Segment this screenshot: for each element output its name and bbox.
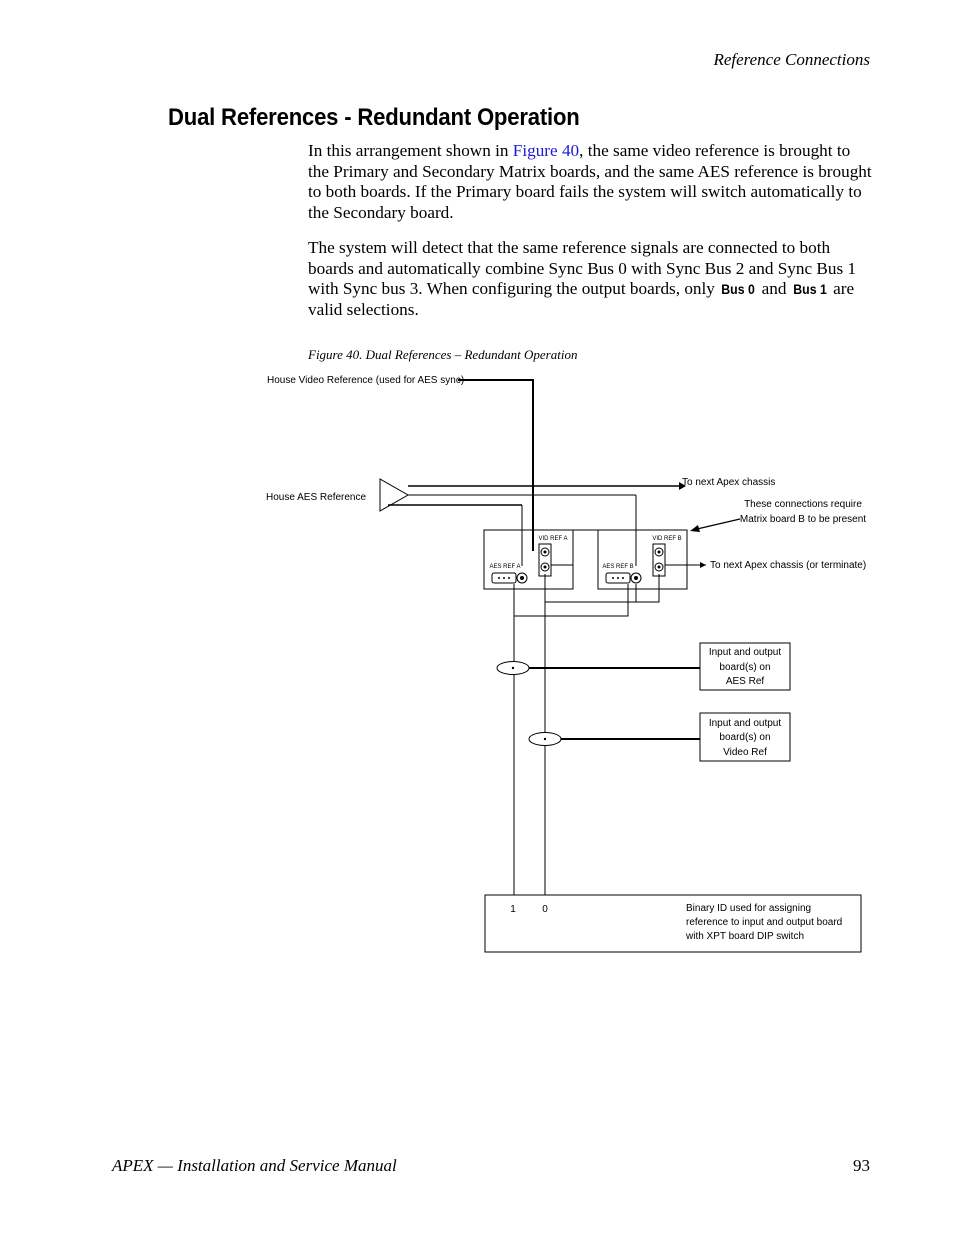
next-chassis-terminate-label: To next Apex chassis (or terminate) bbox=[710, 560, 866, 571]
aes-box-line3: AES Ref bbox=[726, 676, 765, 687]
aes-box-line2: board(s) on bbox=[719, 662, 770, 673]
video-box-line3: Video Ref bbox=[723, 747, 767, 758]
binary-id-box: 1 0 Binary ID used for assigning referen… bbox=[484, 894, 862, 953]
binary-note-line3: with XPT board DIP switch bbox=[685, 931, 804, 942]
reference-bus-lines bbox=[513, 584, 546, 896]
paragraph-1-text-a: In this arrangement shown in bbox=[308, 141, 513, 160]
aes-ref-b-label: AES REF B bbox=[602, 564, 633, 570]
aes-ref-a-bnc bbox=[516, 572, 528, 584]
binary-bit-0: 0 bbox=[542, 904, 548, 915]
house-aes-label: House AES Reference bbox=[266, 492, 366, 503]
video-ref-boards-box: Input and output board(s) on Video Ref bbox=[699, 712, 791, 762]
aes-box-line1: Input and output bbox=[709, 647, 782, 658]
video-bus-tap bbox=[528, 732, 700, 746]
matrix-note-line1: These connections require bbox=[744, 499, 862, 510]
running-head: Reference Connections bbox=[713, 50, 870, 69]
aes-amplifier-symbol bbox=[379, 478, 410, 512]
aes-ref-b-dsub-connector bbox=[605, 572, 631, 584]
aes-ref-b-bnc bbox=[630, 572, 642, 584]
figure-40-link[interactable]: Figure 40 bbox=[512, 141, 580, 160]
paragraph-2-text-c: are valid selections. bbox=[308, 279, 855, 319]
footer-manual-title: APEX — Installation and Service Manual bbox=[112, 1156, 397, 1175]
binary-bit-1: 1 bbox=[510, 904, 516, 915]
matrix-board-b: VID REF B AES REF B bbox=[597, 529, 688, 590]
paragraph-1-text-b: , the same video reference is brought to… bbox=[308, 141, 872, 222]
section-title: Dual References - Redundant Operation bbox=[168, 104, 580, 131]
binary-note-line2: reference to input and output board bbox=[686, 917, 842, 928]
aes-ref-a-label: AES REF A bbox=[489, 564, 520, 570]
inter-board-lines bbox=[514, 529, 706, 617]
paragraph-2-text-a: The system will detect that the same ref… bbox=[308, 238, 857, 298]
page-number: 93 bbox=[853, 1156, 870, 1175]
aes-ref-a-dsub-connector bbox=[491, 572, 517, 584]
video-reference-line bbox=[458, 379, 534, 551]
matrix-board-a: VID REF A AES REF A bbox=[483, 529, 574, 590]
vid-ref-b-label: VID REF B bbox=[652, 536, 681, 542]
video-box-line2: board(s) on bbox=[719, 732, 770, 743]
aes-ref-boards-box: Input and output board(s) on AES Ref bbox=[699, 642, 791, 691]
video-box-line1: Input and output bbox=[709, 718, 782, 729]
figure-caption: Figure 40. Dual References – Redundant O… bbox=[308, 347, 578, 362]
paragraph-1: In this arrangement shown in Figure 40, … bbox=[308, 141, 873, 223]
bus-1-keyword: Bus 1 bbox=[793, 281, 827, 297]
aes-bus-tap bbox=[496, 661, 700, 675]
aes-feed-lines bbox=[388, 482, 686, 566]
paragraph-2: The system will detect that the same ref… bbox=[308, 238, 873, 320]
binary-note-line1: Binary ID used for assigning bbox=[686, 903, 811, 914]
house-video-label: House Video Reference (used for AES sync… bbox=[267, 375, 464, 386]
vid-ref-a-label: VID REF A bbox=[538, 536, 567, 542]
matrix-note-arrow bbox=[690, 518, 741, 532]
bus-0-keyword: Bus 0 bbox=[721, 281, 756, 297]
matrix-note-line2: Matrix board B to be present bbox=[740, 514, 866, 525]
next-chassis-label: To next Apex chassis bbox=[682, 477, 775, 488]
paragraph-2-text-b: and bbox=[757, 279, 791, 298]
